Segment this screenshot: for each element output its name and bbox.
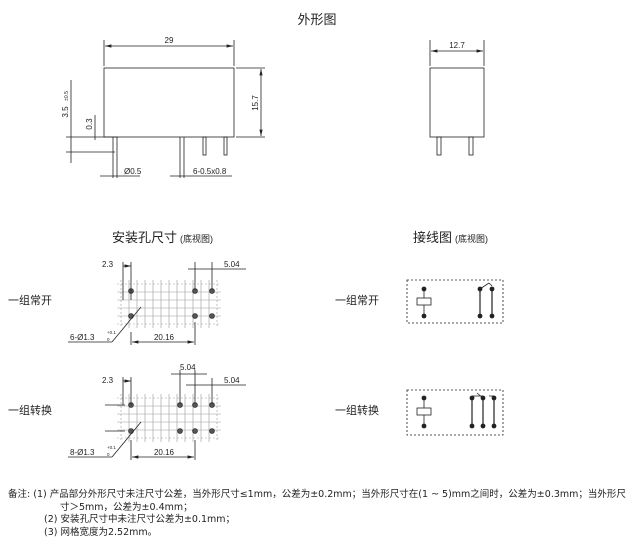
notes-prefix: 备注: — [8, 489, 31, 500]
dim-standoff: 0.3 — [85, 118, 94, 130]
dim-pin-dia: Ø0.5 — [124, 167, 142, 176]
mounting-grid-co — [117, 394, 221, 442]
mounting-hole — [128, 313, 134, 319]
terminal-dots — [421, 286, 497, 429]
co-edge-dim: 2.3 — [102, 376, 114, 385]
co-pitch-dim-a: 5.04 — [180, 363, 196, 372]
side-view — [66, 40, 265, 178]
mounting-hole — [209, 313, 215, 319]
co-span-dim: 20.16 — [154, 448, 175, 457]
notes: 备注: (1) 产品部分外形尺寸未注尺寸公差，当外形尺寸≤1mm，公差为±0.2… — [8, 489, 626, 539]
note-1-cont: 寸＞5mm，公差为±0.4mm； — [60, 501, 193, 513]
wiring-no — [406, 279, 504, 324]
mounting-grid-no — [117, 280, 221, 328]
mounting-hole — [192, 313, 198, 319]
dim-pin-size: 6-0.5x0.8 — [193, 167, 227, 176]
dim-pin-length-tol: ±0.5 — [64, 91, 70, 101]
dim-pin-length: 3.5 — [61, 106, 70, 118]
mounting-hole — [192, 428, 198, 434]
wiring-co — [406, 389, 504, 436]
note-3: (3) 网格宽度为2.52mm。 — [44, 526, 158, 538]
note-1: (1) 产品部分外形尺寸未注尺寸公差，当外形尺寸≤1mm，公差为±0.2mm；当… — [33, 489, 626, 500]
co-pitch-dim-b: 5.04 — [224, 376, 240, 385]
no-edge-dim: 2.3 — [102, 260, 114, 269]
wiring-co-label: 一组转换 — [335, 403, 379, 417]
dim-height: 15.7 — [251, 95, 260, 111]
no-holes-dim: 6-Ø1.3 — [70, 333, 95, 342]
mounting-no-label: 一组常开 — [8, 293, 52, 307]
no-span-dim: 20.16 — [154, 333, 175, 342]
dim-width: 29 — [165, 36, 174, 45]
outline-title: 外形图 — [297, 12, 336, 27]
no-pitch-dim: 5.04 — [224, 260, 240, 269]
co-holes-dim: 8-Ø1.3 — [70, 448, 95, 457]
wiring-subtitle: (底视图) — [455, 233, 488, 244]
wiring-no-label: 一组常开 — [335, 293, 379, 307]
mounting-title: 安装孔尺寸 — [112, 230, 177, 245]
note-2: (2) 安装孔尺寸中未注尺寸公差为±0.1mm； — [44, 514, 236, 525]
mounting-hole — [209, 428, 215, 434]
dim-depth: 12.7 — [449, 41, 465, 50]
mounting-hole — [128, 428, 134, 434]
front-view — [429, 40, 485, 156]
co-tol-lower: 0 — [107, 452, 110, 457]
mounting-dims — [68, 262, 246, 460]
no-tol-lower: 0 — [107, 337, 110, 342]
mounting-hole — [177, 428, 183, 434]
no-tol-upper: +0.1 — [107, 330, 116, 335]
mounting-co-label: 一组转换 — [8, 403, 52, 417]
mounting-subtitle: (底视图) — [180, 233, 213, 244]
wiring-title: 接线图 — [413, 230, 452, 245]
co-tol-upper: +0.1 — [107, 445, 116, 450]
